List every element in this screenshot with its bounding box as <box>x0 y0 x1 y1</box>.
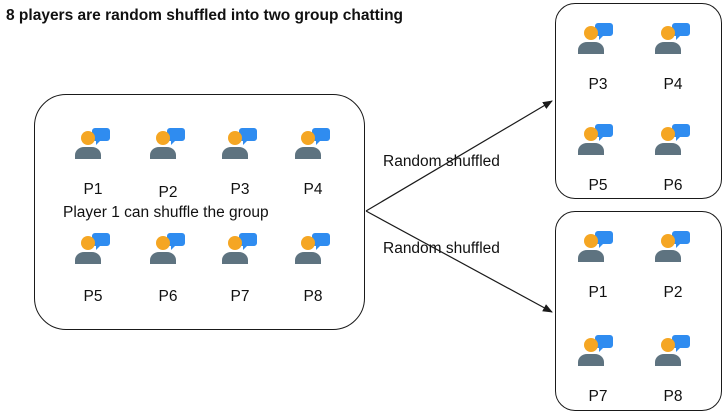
player-label: P5 <box>83 288 103 305</box>
player-chat-icon <box>653 228 693 264</box>
main-group-box: P1 P2 P3 P4 Player 1 can shuffle the gro… <box>34 94 365 330</box>
player-label: P6 <box>663 177 683 194</box>
player-label: P3 <box>588 76 608 93</box>
player-chat-icon <box>576 228 616 264</box>
arrow-label-top: Random shuffled <box>383 153 500 170</box>
player-label: P2 <box>158 184 178 201</box>
player-label: P1 <box>83 181 103 198</box>
player-chat-icon <box>73 125 113 161</box>
player-chat-icon <box>73 230 113 266</box>
bottom-group-box: P1 P2 P7 P8 <box>555 211 722 411</box>
player-chat-icon <box>293 230 333 266</box>
shuffle-caption: Player 1 can shuffle the group <box>63 204 269 221</box>
player-label: P7 <box>588 388 608 405</box>
arrow-to-top-group <box>365 100 553 212</box>
player-chat-icon <box>576 20 616 56</box>
player-chat-icon <box>293 125 333 161</box>
player-label: P5 <box>588 177 608 194</box>
player-chat-icon <box>148 230 188 266</box>
diagram-title: 8 players are random shuffled into two g… <box>6 7 404 24</box>
player-chat-icon <box>148 125 188 161</box>
player-chat-icon <box>576 332 616 368</box>
player-label: P2 <box>663 284 683 301</box>
player-label: P3 <box>230 181 250 198</box>
player-label: P6 <box>158 288 178 305</box>
arrow-label-bottom: Random shuffled <box>383 240 500 257</box>
top-group-box: P3 P4 P5 P6 <box>555 3 722 199</box>
player-chat-icon <box>653 332 693 368</box>
player-label: P8 <box>663 388 683 405</box>
player-label: P4 <box>663 76 683 93</box>
player-label: P4 <box>303 181 323 198</box>
player-chat-icon <box>653 121 693 157</box>
player-label: P8 <box>303 288 323 305</box>
player-chat-icon <box>653 20 693 56</box>
player-label: P7 <box>230 288 250 305</box>
player-chat-icon <box>576 121 616 157</box>
player-chat-icon <box>220 230 260 266</box>
player-label: P1 <box>588 284 608 301</box>
player-chat-icon <box>220 125 260 161</box>
arrow-to-bottom-group <box>365 210 553 313</box>
